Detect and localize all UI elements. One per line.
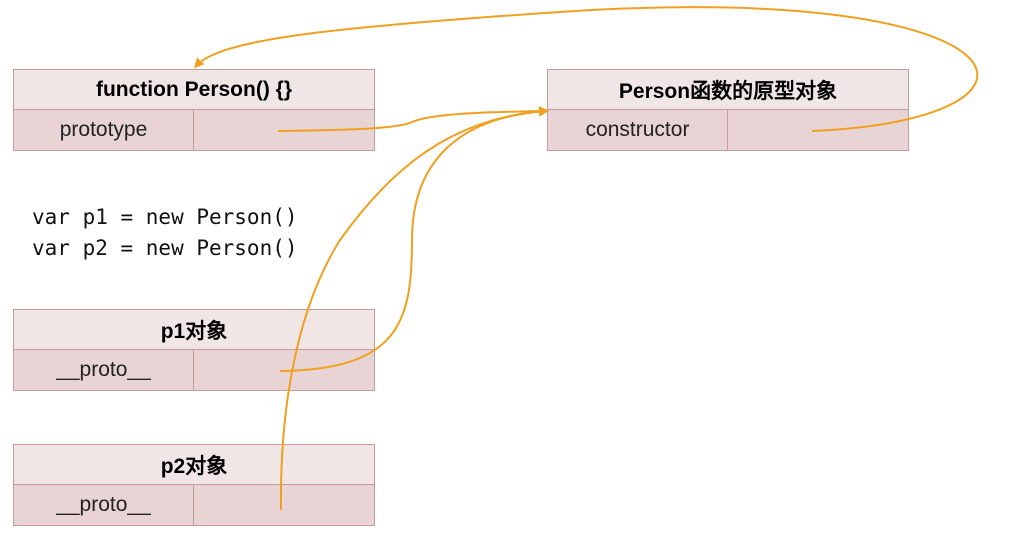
p2-object-title: p2对象 — [14, 445, 374, 485]
p1-object-title: p1对象 — [14, 310, 374, 350]
constructor-key: constructor — [548, 110, 728, 150]
p2-object-box: p2对象 __proto__ — [13, 444, 375, 526]
p1-proto-value — [194, 350, 374, 390]
prototype-key: prototype — [14, 110, 194, 150]
person-prototype-box: Person函数的原型对象 constructor — [547, 69, 909, 151]
person-function-box: function Person() {} prototype — [13, 69, 375, 151]
person-function-prototype-row: prototype — [14, 110, 374, 150]
person-prototype-title: Person函数的原型对象 — [548, 70, 908, 110]
p2-proto-row: __proto__ — [14, 485, 374, 525]
code-line-p1: var p1 = new Person() — [32, 205, 298, 229]
p2-proto-value — [194, 485, 374, 525]
p1-proto-key: __proto__ — [14, 350, 194, 390]
person-prototype-constructor-row: constructor — [548, 110, 908, 150]
p1-object-box: p1对象 __proto__ — [13, 309, 375, 391]
code-line-p2: var p2 = new Person() — [32, 236, 298, 260]
p1-proto-row: __proto__ — [14, 350, 374, 390]
p2-proto-key: __proto__ — [14, 485, 194, 525]
prototype-value — [194, 110, 374, 150]
person-function-title: function Person() {} — [14, 70, 374, 110]
constructor-value — [728, 110, 908, 150]
code-snippet: var p1 = new Person() var p2 = new Person… — [32, 202, 298, 264]
